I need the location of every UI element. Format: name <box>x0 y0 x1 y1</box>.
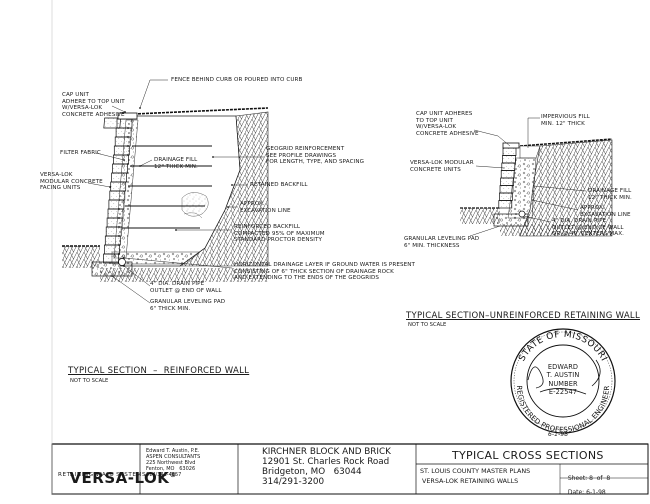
wall-block-unit <box>107 208 124 219</box>
label-r-drain-pipe: 4" DIA. DRAIN PIPE OUTLET @ END OF WALL … <box>552 218 625 238</box>
wall-block-unit <box>104 244 120 255</box>
date-field: Date: 6-1-98 <box>564 482 606 496</box>
brand-name: VERSA-LOK <box>69 469 170 487</box>
label-leveling-pad: GRANULAR LEVELING PAD 6" THICK MIN. <box>150 299 226 312</box>
date-value: 6-1-98 <box>586 489 606 496</box>
toe-soil-hatch <box>62 246 100 268</box>
date-label: Date: <box>567 489 585 496</box>
wall-block-unit <box>500 177 514 186</box>
seal-name-line1: EDWARD <box>547 363 579 371</box>
company-contact: KIRCHNER BLOCK AND BRICK 12901 St. Charl… <box>262 447 391 487</box>
leveling-pad <box>91 261 133 277</box>
label-r-drainage-fill: DRAINAGE FILL 12" THICK MIN. <box>588 188 632 201</box>
label-r-excavation-line: APPROX. EXCAVATION LINE <box>580 205 631 218</box>
left-section-title: TYPICAL SECTION – REINFORCED WALL <box>68 366 250 376</box>
label-r-facing-units: VERSA-LOK MODULAR CONCRETE UNITS <box>410 160 474 173</box>
wall-block-unit <box>113 154 129 165</box>
wall-block-unit <box>112 163 128 174</box>
seal-signature-date: 6-1-98 <box>548 431 569 438</box>
drawing-title: TYPICAL CROSS SECTIONS <box>452 449 604 462</box>
wall-block-unit <box>115 127 132 138</box>
brand-subtitle: RETAINING WALL SYSTEMS <box>58 472 147 478</box>
label-cap-unit: CAP UNIT ADHERE TO TOP UNIT W/VERSA-LOK … <box>62 92 125 118</box>
wall-block-unit <box>499 185 514 194</box>
wall-block-unit <box>502 155 516 164</box>
project-line1: ST. LOUIS COUNTY MASTER PLANS <box>420 467 531 475</box>
label-retained-backfill: RETAINED BACKFILL <box>250 182 308 188</box>
wall-block-unit <box>113 145 130 156</box>
wall-block-unit <box>110 181 127 192</box>
sheet-field: Sheet: 8 of 8 <box>564 468 610 482</box>
seal-number: E-22547 <box>548 388 578 396</box>
cap-unit <box>117 112 138 120</box>
label-horizontal-drainage: HORIZONTAL DRAINAGE LAYER IF GROUND WATE… <box>234 262 416 282</box>
wall-block-unit <box>501 162 516 171</box>
wall-block-unit <box>108 199 125 210</box>
brand-logo: VERSA-LOK® <box>58 451 177 487</box>
wall-block-unit <box>502 147 517 156</box>
seal-number-label: NUMBER <box>548 380 578 388</box>
reinforced-wall-section <box>62 79 269 304</box>
label-r-impervious-fill: IMPERVIOUS FILL MIN. 12" THICK <box>541 114 590 127</box>
label-drain-pipe: 4" DIA. DRAIN PIPE OUTLET @ END OF WALL <box>150 281 222 294</box>
svg-text:STATE OF MISSOURI: STATE OF MISSOURI <box>517 330 609 363</box>
wall-block-unit <box>111 172 127 183</box>
label-reinforced-backfill: REINFORCED BACKFILL COMPACTED 95% OF MAX… <box>234 224 325 244</box>
brand-mark: ® <box>169 471 177 479</box>
wall-block-unit <box>104 235 121 246</box>
wall-block-unit <box>103 253 119 264</box>
wall-block-unit <box>105 226 122 237</box>
project-line2: VERSA-LOK RETAINING WALLS <box>422 477 519 485</box>
label-geogrid: GEOGRID REINFORCEMENT SEE PROFILE DRAWIN… <box>266 146 365 166</box>
label-facing-units: VERSA-LOK MODULAR CONCRETE FACING UNITS <box>40 172 103 192</box>
label-drainage-fill: DRAINAGE FILL 12" THICK MIN. <box>154 157 198 170</box>
left-section-scale: NOT TO SCALE <box>70 378 109 384</box>
seal-state-text: STATE OF MISSOURI <box>517 330 608 363</box>
sheet-label: Sheet: <box>567 475 588 482</box>
wall-block-unit <box>498 200 513 209</box>
wall-block-unit <box>499 192 513 201</box>
wall-block-unit <box>500 170 515 179</box>
wall-block-unit <box>114 136 131 147</box>
label-r-leveling-pad: GRANULAR LEVELING PAD 6" MIN. THICKNESS <box>404 236 480 249</box>
engineer-contact: Edward T. Austin, P.E. ASPEN CONSULTANTS… <box>146 448 201 478</box>
seal-name-line2: T. AUSTIN <box>546 371 580 379</box>
label-filter-fabric: FILTER FABRIC <box>60 150 101 156</box>
sheet-value: 8 of 8 <box>589 475 611 482</box>
label-r-cap-unit: CAP UNIT ADHERES TO TOP UNIT W/VERSA-LOK… <box>416 111 479 137</box>
wall-block-unit <box>106 217 123 228</box>
right-section-scale: NOT TO SCALE <box>408 322 447 328</box>
unreinforced-wall-section <box>460 117 613 237</box>
wall-block-unit <box>116 118 133 129</box>
label-fence: FENCE BEHIND CURB OR POURED INTO CURB <box>171 77 303 83</box>
right-section-title: TYPICAL SECTION–UNREINFORCED RETAINING W… <box>406 311 641 321</box>
label-excavation-line: APPROX. EXCAVATION LINE <box>240 201 291 214</box>
wall-block-unit <box>109 190 126 201</box>
